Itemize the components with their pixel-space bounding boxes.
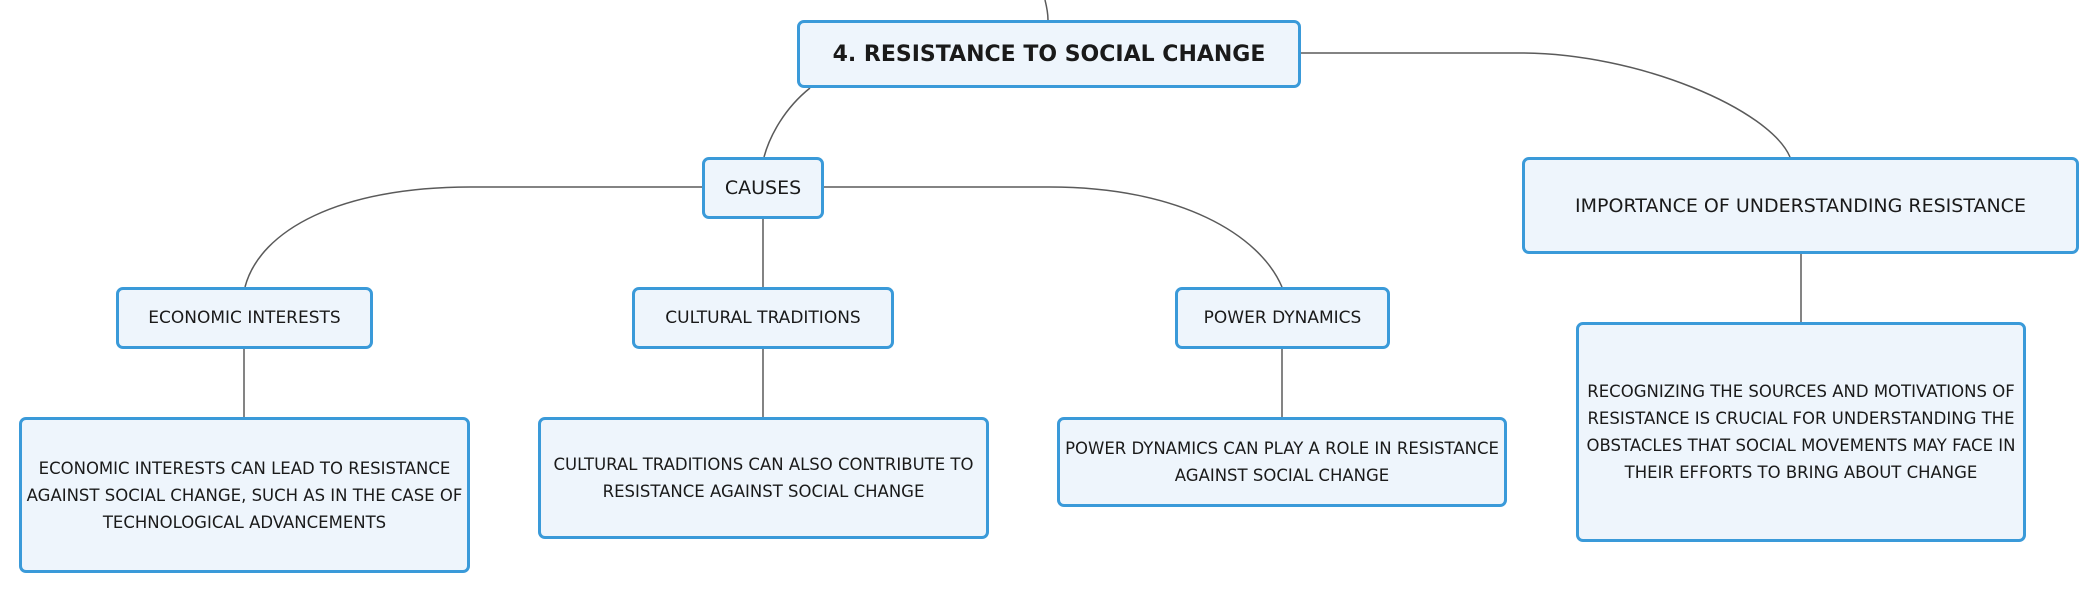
importance-detail-text: RECOGNIZING THE SOURCES AND MOTIVATIONS … [1586,382,2016,482]
connector-causes-to-economic [244,186,702,288]
connector-parent-to-root [1044,0,1049,21]
power-dynamics-node[interactable]: POWER DYNAMICS [1175,287,1390,349]
cultural-traditions-detail-node[interactable]: CULTURAL TRADITIONS CAN ALSO CONTRIBUTE … [538,417,989,539]
connector-root-to-importance [1301,52,1791,158]
power-dynamics-detail-node[interactable]: POWER DYNAMICS CAN PLAY A ROLE IN RESIST… [1057,417,1507,507]
root-topic-node[interactable]: 4. RESISTANCE TO SOCIAL CHANGE [797,20,1301,88]
economic-interests-detail-node[interactable]: ECONOMIC INTERESTS CAN LEAD TO RESISTANC… [19,417,470,573]
causes-node[interactable]: CAUSES [702,157,824,219]
power-dynamics-detail-text: POWER DYNAMICS CAN PLAY A ROLE IN RESIST… [1065,439,1499,485]
power-dynamics-label: POWER DYNAMICS [1203,308,1362,328]
economic-interests-node[interactable]: ECONOMIC INTERESTS [116,287,373,349]
connector-root-to-causes [763,87,811,158]
connector-causes-to-power [824,186,1283,288]
importance-detail-node[interactable]: RECOGNIZING THE SOURCES AND MOTIVATIONS … [1576,322,2026,542]
cultural-traditions-label: CULTURAL TRADITIONS [665,308,861,328]
cultural-traditions-detail-text: CULTURAL TRADITIONS CAN ALSO CONTRIBUTE … [553,455,974,501]
importance-node[interactable]: IMPORTANCE OF UNDERSTANDING RESISTANCE [1522,157,2079,254]
economic-interests-detail-text: ECONOMIC INTERESTS CAN LEAD TO RESISTANC… [26,458,463,532]
importance-label: IMPORTANCE OF UNDERSTANDING RESISTANCE [1575,194,2026,217]
root-topic-label: 4. RESISTANCE TO SOCIAL CHANGE [832,41,1266,67]
causes-label: CAUSES [724,177,802,199]
economic-interests-label: ECONOMIC INTERESTS [148,308,341,328]
cultural-traditions-node[interactable]: CULTURAL TRADITIONS [632,287,894,349]
